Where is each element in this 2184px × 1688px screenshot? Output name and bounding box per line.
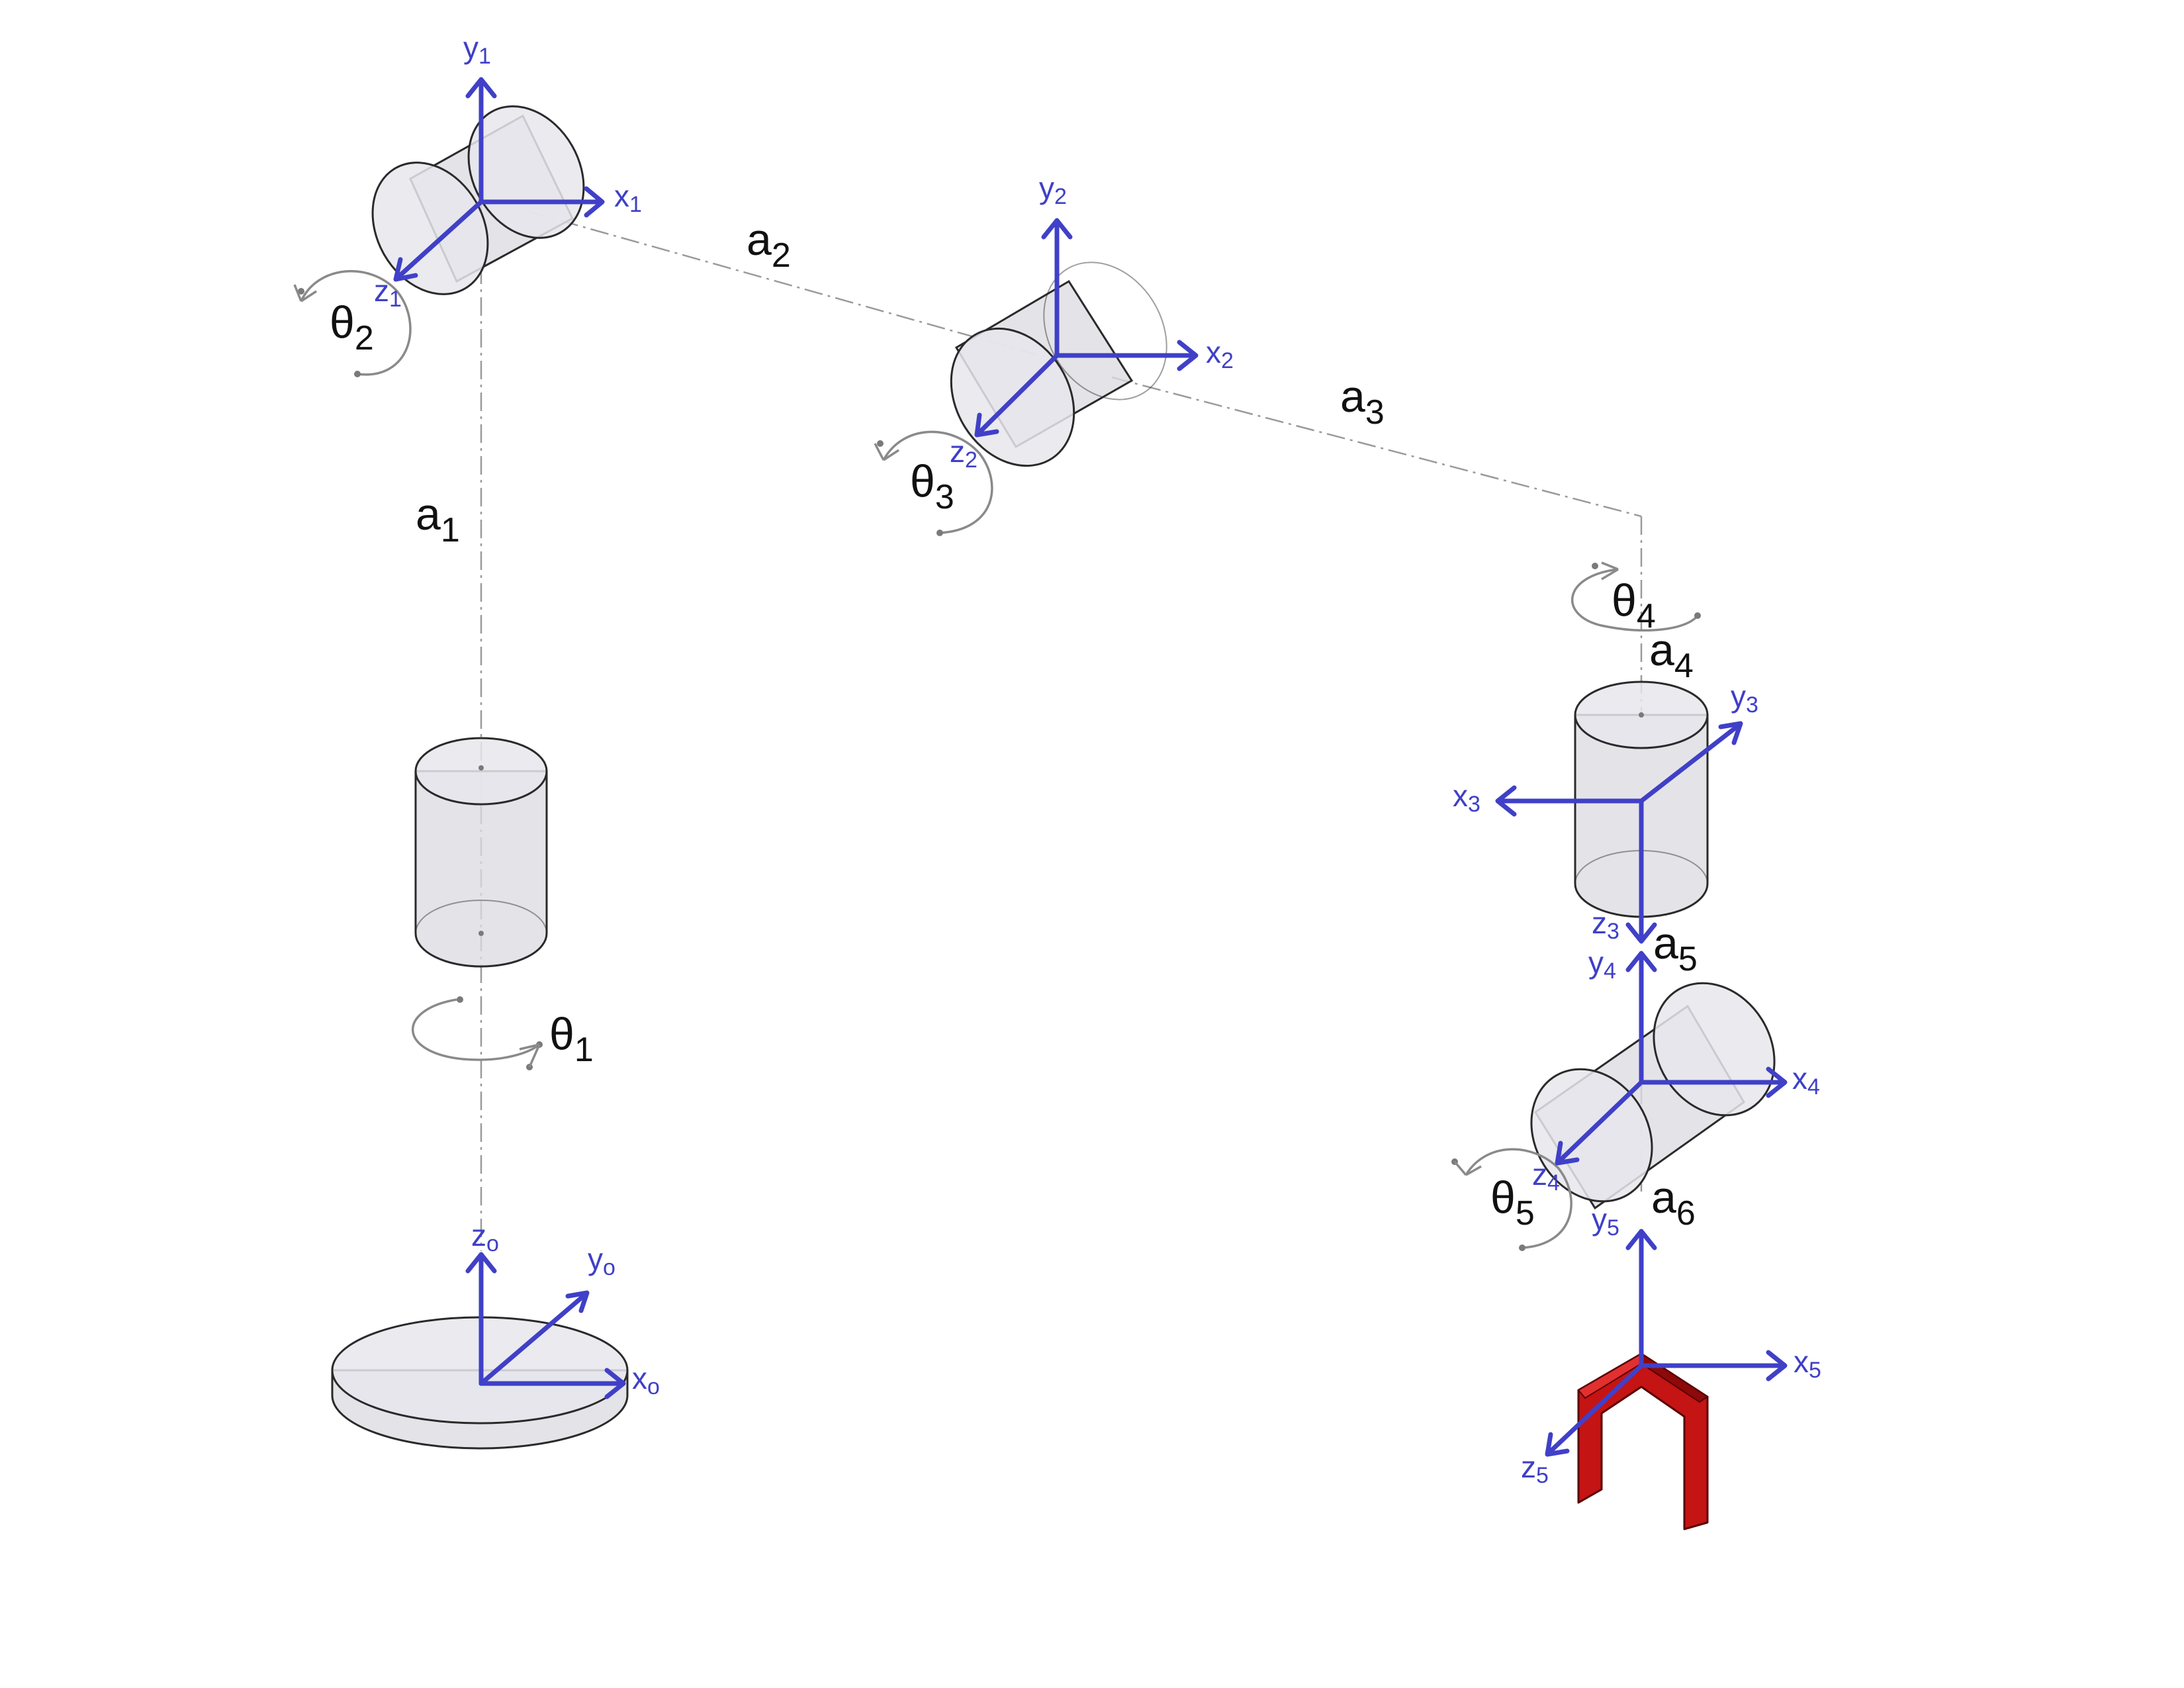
link-label-a6: a6 (1651, 1172, 1696, 1233)
joint-angle-theta3: θ3 (910, 456, 954, 516)
frame2-z-axis (976, 353, 1060, 436)
rotation-arrow-theta1 (412, 996, 543, 1070)
frame1-z-axis (394, 199, 484, 281)
axis-label-x2: x2 (1206, 335, 1234, 373)
axis-label-x4: x4 (1792, 1061, 1820, 1100)
rotation-arrow-theta4 (1571, 561, 1701, 632)
joint-angle-theta5: θ5 (1490, 1172, 1535, 1233)
axis-label-x0: xo (632, 1361, 660, 1399)
frame3-y-axis (1639, 722, 1742, 804)
axis-label-z3: z3 (1592, 906, 1619, 944)
axis-label-z2: z2 (950, 434, 978, 473)
link-label-a3: a3 (1340, 371, 1385, 432)
link-label-a5: a5 (1653, 918, 1698, 978)
gripper (1577, 1352, 1709, 1530)
axis-label-x1: x1 (614, 179, 642, 217)
link-label-a2: a2 (747, 214, 791, 275)
joint1-cylinder (414, 737, 548, 968)
axis-label-x3: x3 (1453, 778, 1480, 817)
frame5-axes (1545, 1229, 1788, 1457)
axis-labels: zo yo xo y1 x1 z1 y2 x2 z2 x3 y3 z3 y4 x… (374, 30, 1821, 1488)
rotation-arrow-theta2 (293, 269, 412, 377)
frame5-z-axis (1546, 1363, 1644, 1456)
axis-label-y5: y5 (1592, 1202, 1619, 1241)
axis-label-z5: z5 (1521, 1450, 1549, 1488)
axis-label-z4: z4 (1532, 1157, 1560, 1196)
frame4-z-axis (1556, 1080, 1644, 1164)
axis-label-y2: y2 (1039, 171, 1067, 209)
joint-angle-theta4: θ4 (1612, 575, 1656, 635)
link-labels: a1 a2 a3 a4 a5 a6 (416, 214, 1698, 1233)
rotation-arrow-theta5 (1451, 1148, 1572, 1251)
frame0-axes (465, 1252, 626, 1399)
axis-label-y0: yo (588, 1242, 615, 1280)
axis-label-z1: z1 (374, 273, 402, 312)
centerline-a3 (1111, 376, 1642, 518)
axis-label-y4: y4 (1588, 945, 1616, 984)
frame0-y-axis (478, 1291, 588, 1386)
joint-angle-theta1: θ1 (549, 1009, 594, 1069)
joint-angle-theta2: θ2 (330, 297, 374, 357)
joint-angle-labels: θ1 θ2 θ3 θ4 θ5 (330, 297, 1656, 1233)
axis-label-y1: y1 (463, 30, 491, 69)
frame4-axes (1555, 951, 1788, 1166)
link-label-a4: a4 (1649, 625, 1694, 685)
rotation-arrow-theta3 (874, 430, 993, 536)
link-label-a1: a1 (416, 489, 460, 549)
centerline-a2 (529, 211, 1060, 362)
frame1-axes (393, 77, 605, 282)
axis-label-z0: zo (471, 1218, 499, 1256)
frame3-axes (1495, 721, 1743, 944)
frame2-axes (974, 218, 1199, 438)
axis-label-x5: x5 (1794, 1344, 1821, 1383)
axis-label-y3: y3 (1731, 679, 1758, 718)
